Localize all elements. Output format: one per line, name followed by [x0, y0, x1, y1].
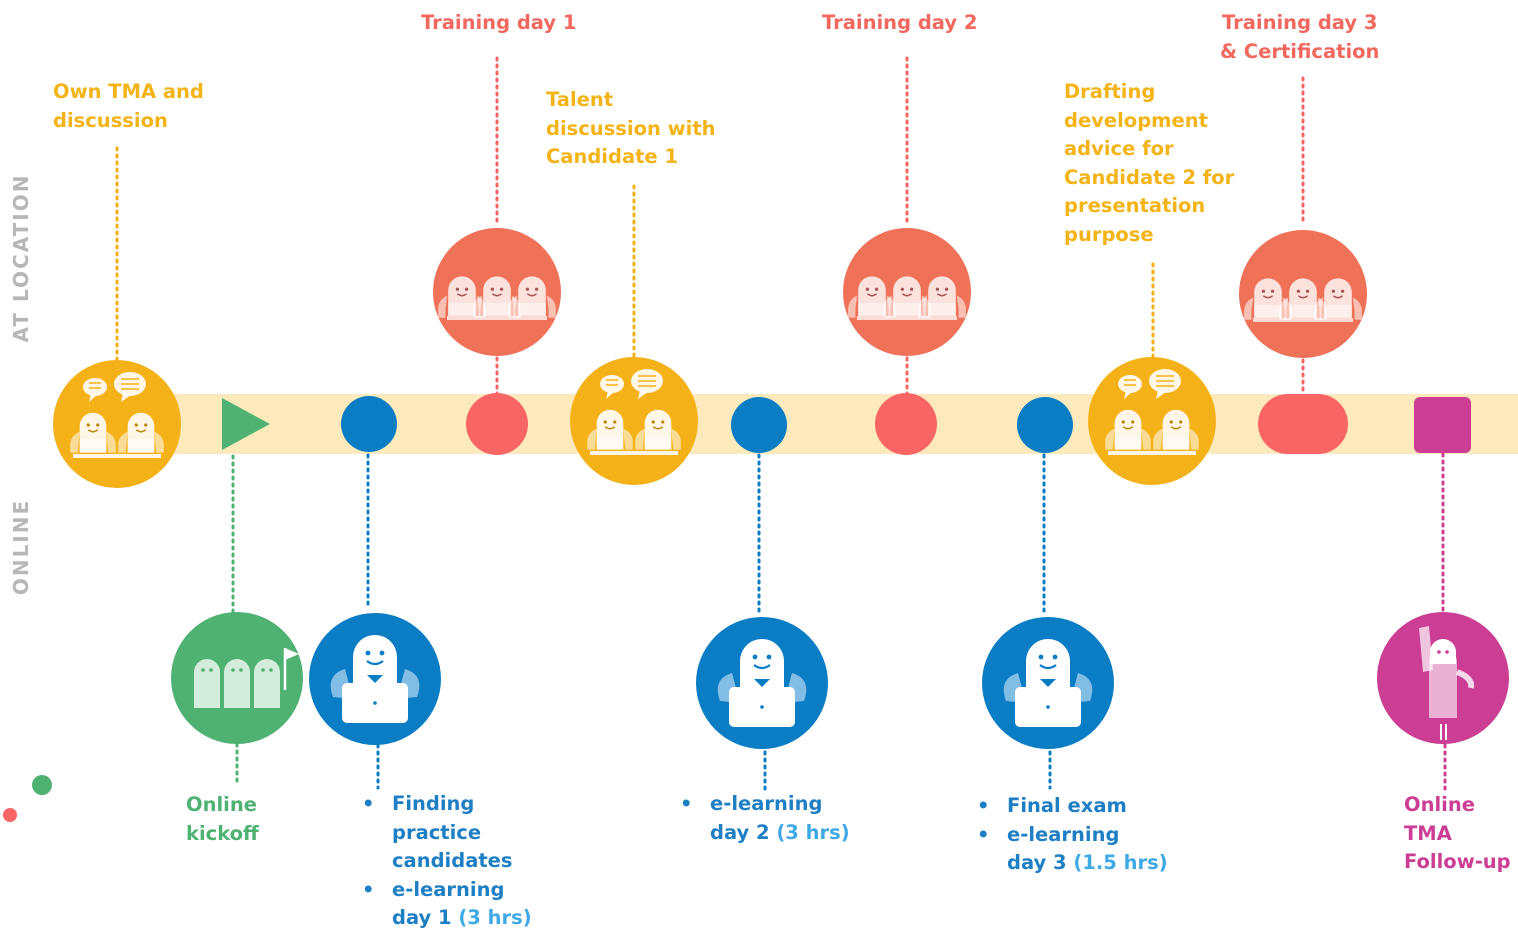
elearning-marker	[341, 396, 397, 452]
training-marker	[1258, 394, 1348, 454]
duration: (1.5 hrs)	[1073, 851, 1168, 874]
label-training-day-3: Training day 3& Certification	[1220, 11, 1380, 63]
duration: (3 hrs)	[776, 820, 850, 844]
online-block-3: Final exam e-learning day 3 (1.5 hrs)	[977, 792, 1168, 878]
training-marker	[875, 393, 937, 455]
training-marker	[466, 393, 528, 455]
online-block-2: e-learning day 2 (3 hrs)	[680, 790, 850, 847]
decor-dot-red	[3, 808, 17, 822]
elearning-marker	[731, 397, 787, 453]
discussion-people-icon	[570, 357, 698, 485]
side-label-online: ONLINE	[9, 498, 33, 596]
elearning-marker	[1017, 397, 1073, 453]
discussion-people-icon	[1088, 357, 1216, 485]
label-training-day-1: Training day 1	[421, 11, 577, 34]
decor-dot-green	[32, 775, 52, 795]
play-icon	[222, 398, 270, 450]
person-laptop-icon	[696, 617, 828, 749]
list-item: e-learning day 2 (3 hrs)	[680, 790, 850, 847]
person-waving-icon	[1377, 612, 1509, 744]
list-item: e-learning day 3 (1.5 hrs)	[977, 821, 1168, 878]
group-training-icon	[843, 228, 971, 356]
group-training-icon	[1239, 230, 1367, 358]
label-training-day-2: Training day 2	[822, 11, 978, 34]
person-laptop-icon	[309, 613, 441, 745]
list-item: Final exam	[977, 792, 1168, 821]
duration: (3 hrs)	[458, 906, 532, 929]
list-item: e-learning day 1 (3 hrs)	[362, 876, 532, 933]
person-laptop-icon	[982, 617, 1114, 749]
side-label-at-location: AT LOCATION	[9, 173, 33, 343]
kickoff-group-flag-icon	[171, 612, 303, 744]
followup-marker	[1414, 397, 1471, 453]
discussion-people-icon	[53, 360, 181, 488]
group-training-icon	[433, 228, 561, 356]
